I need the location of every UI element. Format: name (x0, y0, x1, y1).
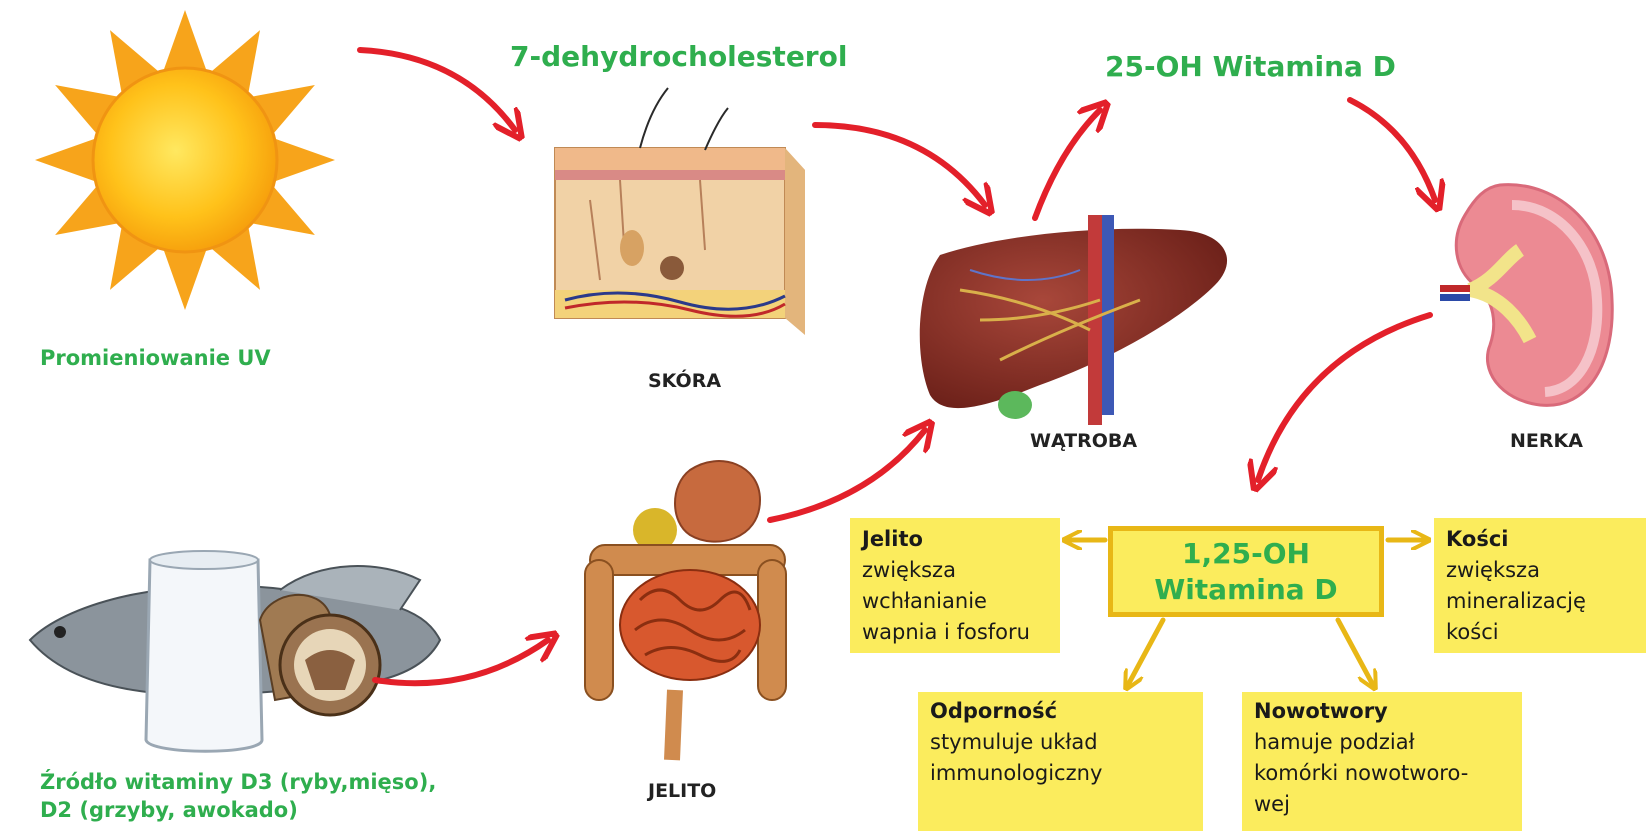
effect-kosci-line: kości (1446, 617, 1634, 648)
effect-nowotwory-line: hamuje podział (1254, 727, 1510, 758)
arrow-liver-to-25oh (1035, 110, 1100, 218)
effect-odpornosc-box: Odporność stymuluje układ immunologiczny (918, 692, 1203, 831)
effect-odpornosc-line: immunologiczny (930, 758, 1191, 789)
effect-kosci-line: zwiększa (1446, 555, 1634, 586)
uv-radiation-label: Promieniowanie UV (40, 346, 271, 370)
gut-label: JELITO (648, 780, 716, 802)
effect-nowotwory-line: wej (1254, 789, 1510, 820)
effect-jelito-title: Jelito (862, 524, 1048, 555)
skin-label: SKÓRA (648, 370, 721, 392)
liver-icon (920, 215, 1227, 425)
effect-nowotwory-line: komórki nowotworo- (1254, 758, 1510, 789)
effect-jelito-line: zwiększa (862, 555, 1048, 586)
dehydrocholesterol-label: 7-dehydrocholesterol (510, 40, 847, 73)
kidney-icon (1440, 185, 1612, 406)
arrow-center-to-odpornosc (1128, 620, 1163, 685)
calcitriol-line1: 1,25-OH (1113, 536, 1379, 572)
effect-kosci-title: Kości (1446, 524, 1634, 555)
sources-label-line1: Źródło witaminy D3 (ryby,mięso), (40, 770, 436, 794)
effect-jelito-line: wchłanianie (862, 586, 1048, 617)
effect-odpornosc-title: Odporność (930, 696, 1191, 727)
arrow-gut-to-liver (770, 430, 925, 520)
sources-label-line2: D2 (grzyby, awokado) (40, 798, 298, 822)
effect-nowotwory-box: Nowotwory hamuje podział komórki nowotwo… (1242, 692, 1522, 831)
digestive-system-icon (585, 461, 786, 760)
calcitriol-line2: Witamina D (1113, 572, 1379, 608)
effect-jelito-box: Jelito zwiększa wchłanianie wapnia i fos… (850, 518, 1060, 653)
food-sources-icon (30, 551, 440, 751)
effect-odpornosc-line: stymuluje układ (930, 727, 1191, 758)
arrow-25oh-to-kidney (1350, 100, 1435, 200)
kidney-label: NERKA (1510, 430, 1583, 452)
effect-kosci-line: mineralizację (1446, 586, 1634, 617)
effect-jelito-line: wapnia i fosforu (862, 617, 1048, 648)
calcitriol-box: 1,25-OH Witamina D (1108, 526, 1384, 617)
arrow-sun-to-skin (360, 50, 515, 130)
arrow-skin-to-liver (815, 125, 985, 205)
skin-cross-section-icon (555, 88, 805, 335)
effect-nowotwory-title: Nowotwory (1254, 696, 1510, 727)
sun-icon (35, 10, 335, 310)
liver-label: WĄTROBA (1030, 430, 1137, 452)
arrow-center-to-nowotwory (1338, 620, 1373, 685)
effect-kosci-box: Kości zwiększa mineralizację kości (1434, 518, 1646, 653)
25-oh-vitamin-d-label: 25-OH Witamina D (1105, 50, 1396, 83)
arrow-kidney-to-125oh (1258, 315, 1430, 480)
